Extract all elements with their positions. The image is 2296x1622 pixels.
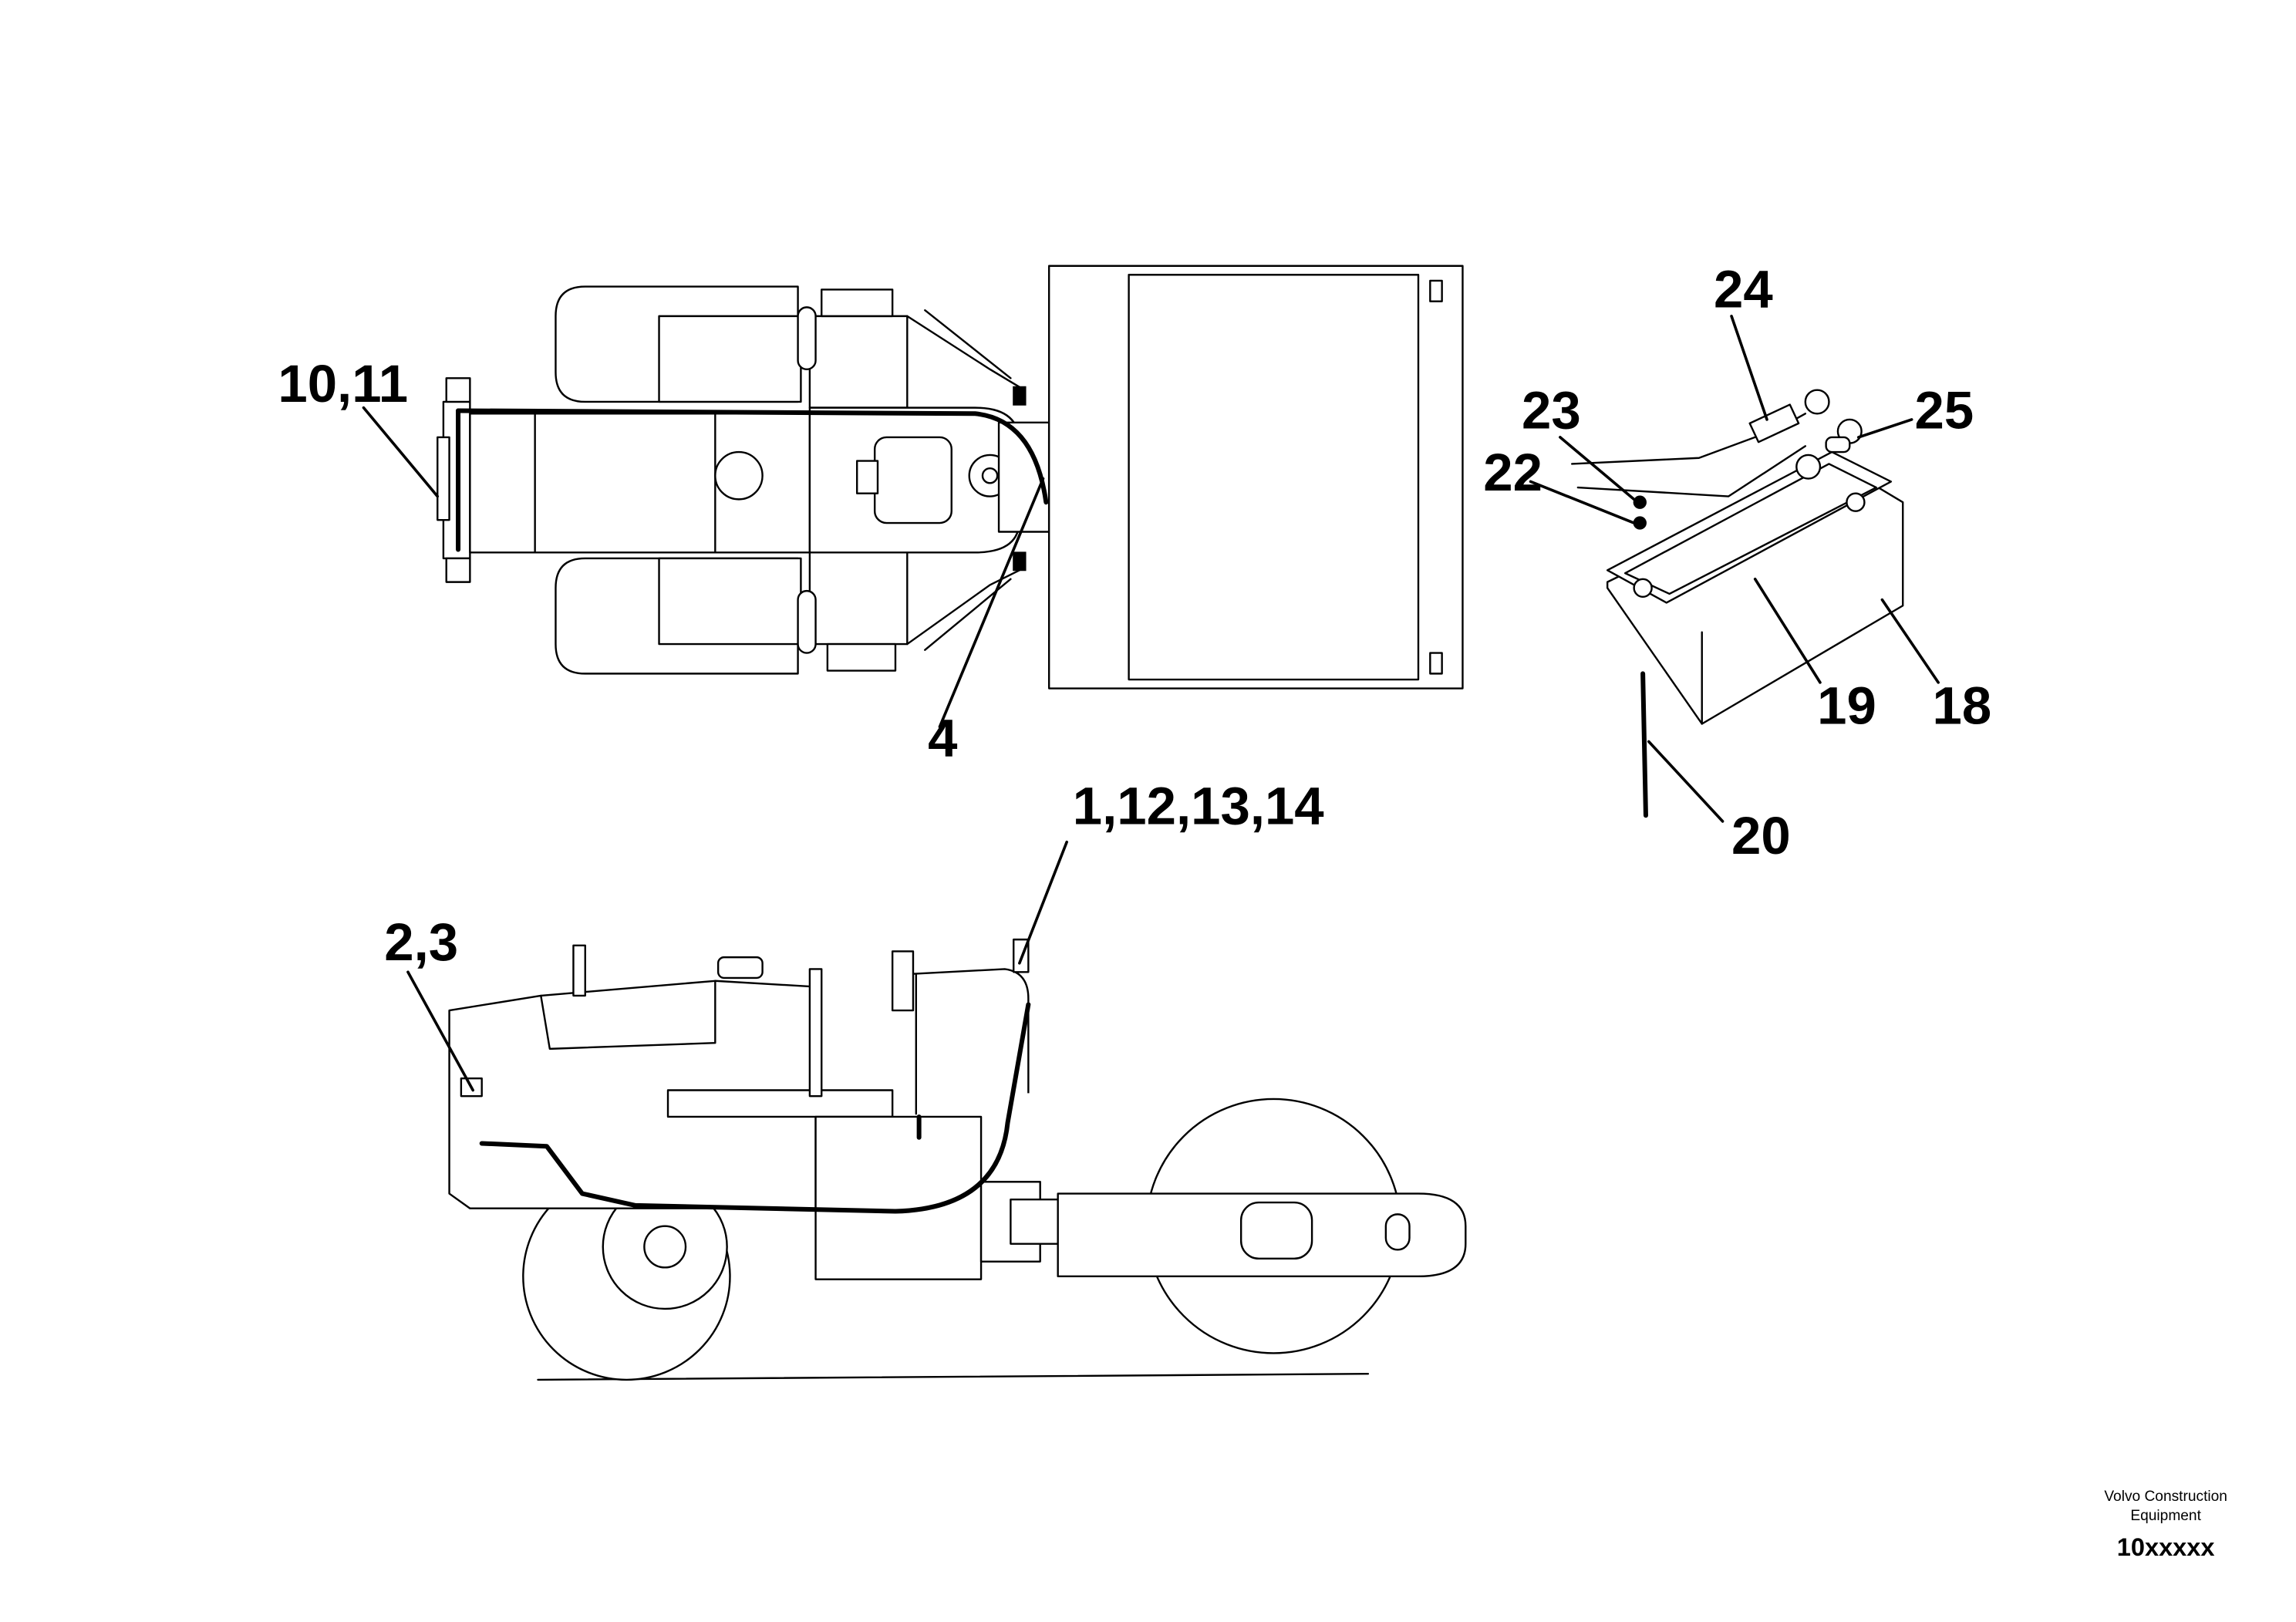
roller-side-view (450, 939, 1466, 1380)
stamp-company-line2: Equipment (2130, 1508, 2201, 1524)
callout-2-3: 2,3 (384, 912, 458, 972)
callout-19: 19 (1817, 676, 1876, 735)
stamp-drawing-number: 10xxxxx (2117, 1533, 2215, 1561)
callout-25: 25 (1915, 380, 1974, 440)
callout-22: 22 (1483, 443, 1542, 502)
title-stamp: Volvo Construction Equipment 10xxxxx (2104, 1489, 2227, 1561)
callout-24: 24 (1714, 259, 1773, 319)
roller-top-view (437, 266, 1462, 689)
callout-10-11: 10,11 (278, 354, 408, 413)
leader-lines (363, 316, 1938, 1091)
callout-18: 18 (1933, 676, 1992, 735)
callout-4: 4 (928, 709, 957, 768)
callout-1-12-13-14: 1,12,13,14 (1073, 777, 1324, 836)
callout-23: 23 (1522, 380, 1581, 440)
battery-detail (1572, 390, 1903, 816)
callouts: 10,11 4 1,12,13,14 2,3 24 23 22 25 19 18… (278, 259, 1991, 972)
callout-20: 20 (1731, 806, 1791, 865)
stamp-company-line1: Volvo Construction (2104, 1489, 2227, 1505)
